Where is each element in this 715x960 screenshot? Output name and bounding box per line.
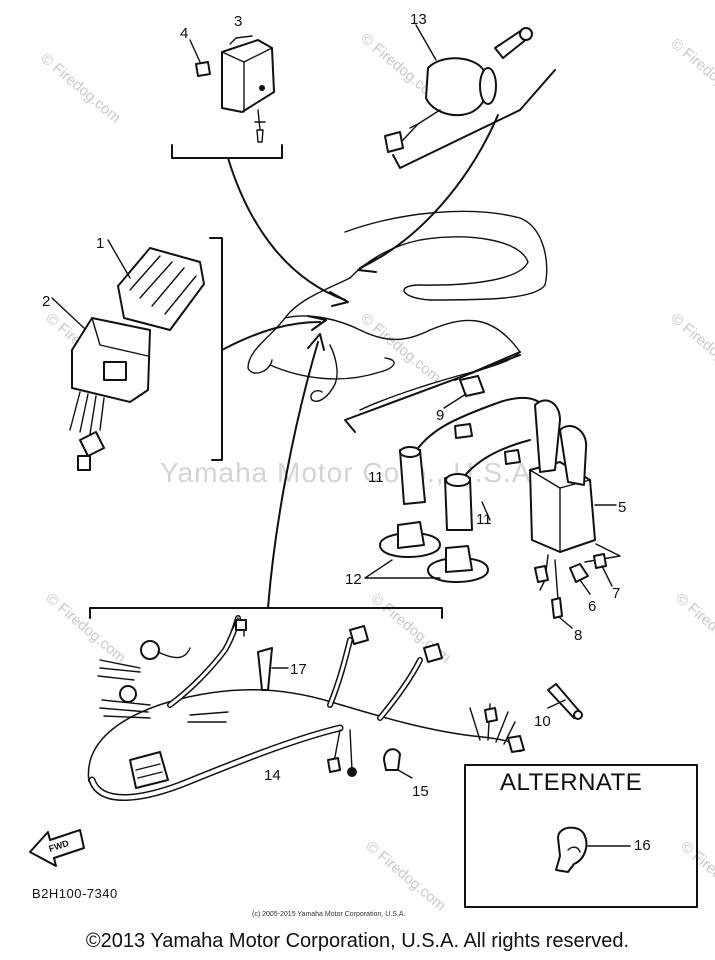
callout-9: 9: [436, 407, 444, 424]
part-13-main-switch: [384, 24, 533, 153]
part-1-cdi-cover: [107, 239, 205, 331]
callout-17: 17: [290, 661, 307, 678]
callout-4: 4: [180, 25, 188, 42]
alternate-box: ALTERNATE: [464, 764, 698, 908]
part-3-rectifier-regulator: [221, 35, 275, 143]
part-5-ignition-coil: [529, 399, 621, 615]
part-2-cdi-unit: [51, 297, 151, 471]
callout-6: 6: [588, 598, 596, 615]
bracket-ignition-switch-group: [357, 69, 556, 273]
callout-11-right: 11: [476, 511, 492, 528]
callout-1: 1: [96, 235, 104, 252]
part-7-washer: [593, 553, 613, 587]
site-watermark: © Firedog.com: [672, 590, 715, 666]
part-17-clip: [257, 647, 289, 691]
bracket-regulator-group: [171, 144, 349, 307]
part-11-spark-plug-caps: [399, 396, 546, 531]
callout-12: 12: [345, 571, 362, 588]
callout-3: 3: [234, 13, 242, 30]
part-12-plug-covers: [364, 521, 489, 583]
part-6-bolt: [569, 563, 591, 595]
site-watermark: © Firedog.com: [42, 590, 128, 666]
part-code: B2H100-7340: [32, 886, 118, 901]
part-14-wire-harness: [87, 615, 525, 801]
callout-13: 13: [410, 11, 427, 28]
part-15-cable-clamp: [383, 748, 413, 779]
bracket-ignition-coil-group: [344, 351, 521, 433]
callout-10: 10: [534, 713, 551, 730]
callout-2: 2: [42, 293, 50, 310]
part-4-bolt: [189, 39, 211, 77]
site-watermark: © Firedog.com: [667, 310, 715, 386]
callout-8: 8: [574, 627, 582, 644]
part-8-terminal: [551, 597, 573, 629]
alternate-label: ALTERNATE: [500, 769, 642, 796]
part-10-cable-tie: [547, 683, 583, 720]
forward-arrow-icon: FWD: [29, 829, 85, 867]
part-16-clamp: [555, 826, 631, 873]
site-watermark: © Firedog.com: [667, 35, 715, 111]
callout-labels: 1 2 3 4 5 6 7 8 9 10 11 11 12 13 14 15 1…: [42, 11, 651, 854]
callout-5: 5: [618, 499, 626, 516]
callout-15: 15: [412, 783, 429, 800]
site-watermark: © Firedog.com: [362, 838, 448, 914]
site-watermark: © Firedog.com: [37, 50, 123, 126]
bracket-cdi-group: [209, 237, 327, 461]
seat-frame-outline: [247, 210, 548, 411]
callout-14: 14: [264, 767, 281, 784]
callout-11-left: 11: [368, 469, 384, 486]
callout-7: 7: [612, 585, 620, 602]
small-credit: (c) 2005-2015 Yamaha Motor Corporation, …: [252, 911, 405, 918]
brand-watermark: Yamaha Motor Corp., U.S.A.: [160, 457, 540, 488]
callout-16: 16: [634, 837, 651, 854]
bracket-wire-harness-group: [89, 333, 443, 619]
copyright-notice: ©2013 Yamaha Motor Corporation, U.S.A. A…: [85, 930, 630, 952]
part-9-cord-holder: [443, 375, 485, 409]
